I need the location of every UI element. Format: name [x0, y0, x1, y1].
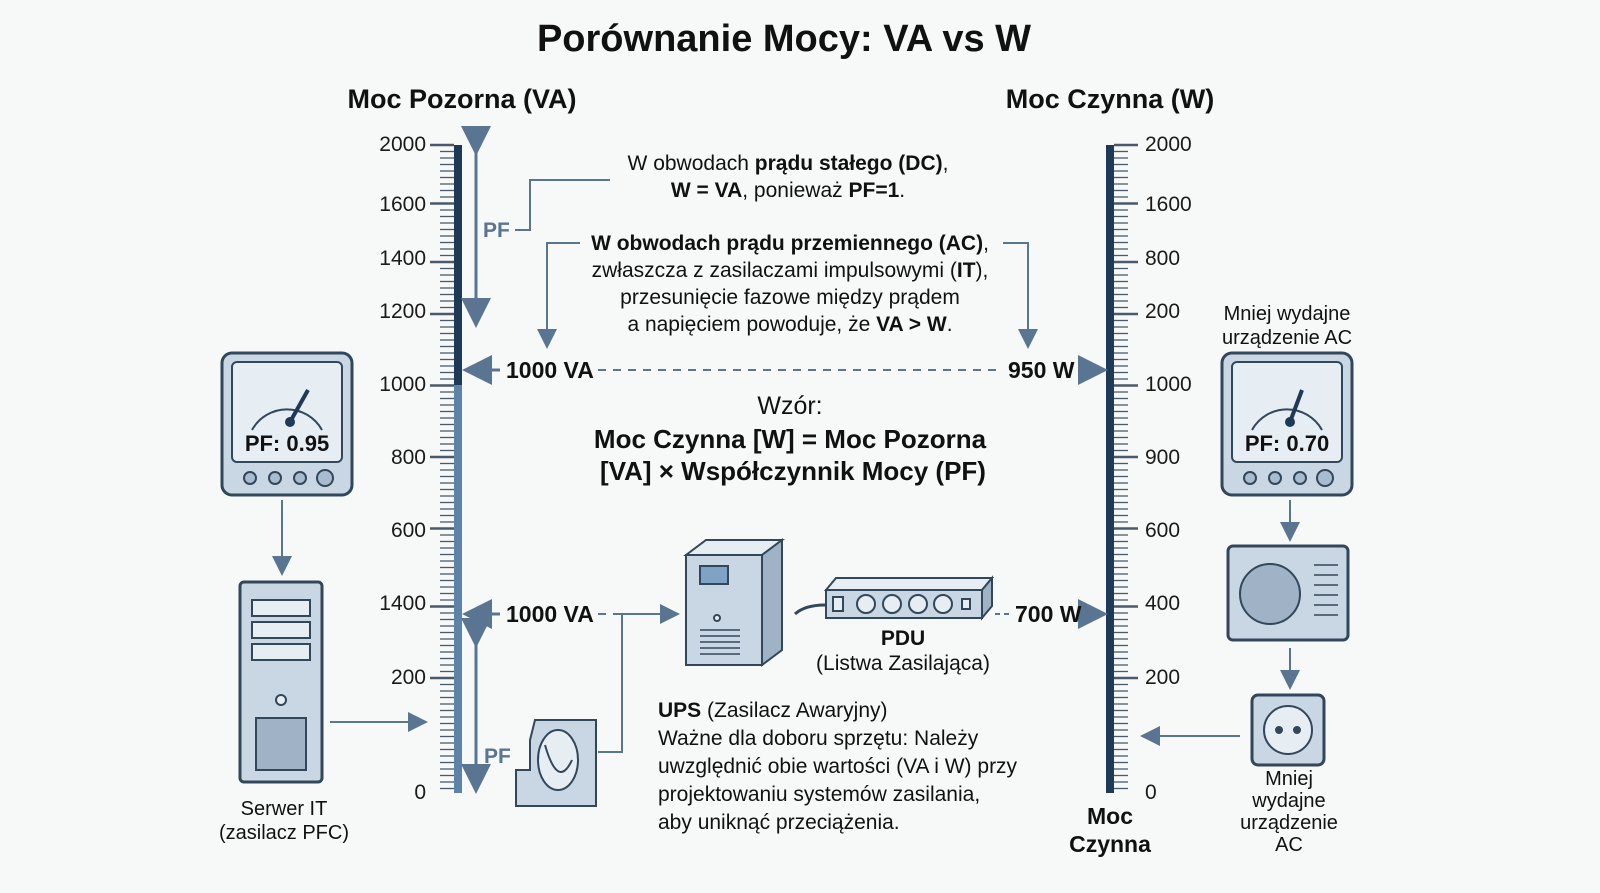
axis-bottom-label-line: Czynna	[1069, 831, 1151, 857]
formula-line-1: Moc Czynna [W] = Moc Pozorna	[593, 424, 987, 454]
ac-note-text: zwłaszcza z zasilaczami impulsowymi (	[591, 259, 957, 282]
axis-tick-label: 1000	[1145, 373, 1192, 396]
server-label-line: (zasilacz PFC)	[218, 822, 350, 844]
ac-note-text: ),	[975, 259, 989, 282]
dc-note-connector	[515, 179, 610, 231]
caption-line: urządzenie AC	[1221, 327, 1353, 349]
axis-tick-label: 200	[1145, 666, 1181, 689]
waveform-device-icon	[515, 719, 597, 807]
axis-tick-label: 1000	[379, 373, 426, 396]
bottom-va-value: 1000 VA	[506, 601, 594, 627]
axis-bottom-label-line: Moc	[1086, 803, 1133, 829]
ups-note-line: uwzględnić obie wartości (VA i W) przy	[658, 755, 1018, 778]
ups-description: UPS (Zasilacz Awaryjny) Ważne dla doboru…	[658, 697, 1017, 837]
left-axis-bar-upper	[454, 145, 462, 385]
ac-note-text: a napięciem powoduje, że	[627, 313, 877, 336]
axis-tick-label: 200	[390, 666, 426, 689]
ups-icon	[683, 538, 785, 667]
power-factor-meter-right-icon	[1220, 351, 1354, 497]
outlet-label-line: AC	[1275, 834, 1303, 856]
dc-note: W obwodach prądu stałego (DC), W = VA, p…	[628, 150, 949, 204]
formula-line-2: [VA] × Współczynnik Mocy (PF)	[600, 456, 986, 486]
axis-tick-label: 800	[390, 446, 426, 469]
ac-note-text: przesunięcie fazowe między prądem	[620, 286, 960, 309]
axis-tick-label: 2000	[379, 133, 426, 156]
ac-note-bold: IT	[956, 259, 976, 282]
top-w-value: 950 W	[1008, 357, 1075, 383]
pdu-title: PDU	[880, 627, 926, 650]
bottom-w-value: 700 W	[1015, 601, 1082, 627]
axis-tick-label: 400	[1145, 592, 1181, 615]
page-title: Porównanie Mocy: VA vs W	[536, 18, 1032, 60]
axis-tick-label: 600	[390, 519, 426, 542]
outlet-label-line: wydajne	[1252, 790, 1326, 812]
axis-tick-label: 1400	[379, 247, 426, 270]
ups-note-line: projektowaniu systemów zasilania,	[658, 783, 981, 806]
server-label: Serwer IT (zasilacz PFC)	[219, 797, 349, 845]
right-axis-bar	[1106, 145, 1114, 793]
ups-note-line: aby uniknąć przeciążenia.	[658, 811, 900, 834]
formula-heading: Wzór:	[757, 392, 823, 420]
pf-label-bottom: PF	[484, 745, 511, 768]
ac-note-text: .	[946, 313, 953, 336]
ups-subtitle: (Zasilacz Awaryjny)	[701, 699, 888, 722]
right-axis-bottom-label: Moc Czynna	[1069, 802, 1151, 858]
ups-note-line: Ważne dla doboru sprzętu: Należy	[658, 727, 979, 750]
axis-tick-label: 0	[414, 781, 426, 804]
server-label-line: Serwer IT	[240, 798, 328, 820]
left-axis-ticks	[430, 143, 454, 790]
left-meter-readout: PF: 0.95	[244, 431, 330, 456]
server-tower-icon	[238, 580, 324, 784]
ac-note-arrow-right	[1003, 242, 1038, 349]
ac-note-text: ,	[983, 232, 989, 255]
outlet-label: Mniej wydajne urządzenie AC	[1240, 768, 1338, 856]
left-axis-bar-lower	[454, 385, 462, 793]
axis-tick-label: 1600	[379, 193, 426, 216]
axis-tick-label: 1600	[1145, 193, 1192, 216]
caption-line: Mniej wydajne	[1223, 303, 1351, 325]
dc-note-bold: PF=1	[848, 179, 900, 202]
ac-note-arrow-left	[537, 242, 580, 349]
axis-tick-label: 1400	[379, 592, 426, 615]
dc-note-text: , ponieważ	[742, 179, 849, 202]
right-meter-readout: PF: 0.70	[1244, 431, 1330, 456]
axis-tick-label: 600	[1145, 519, 1181, 542]
right-meter-caption: Mniej wydajne urządzenie AC	[1222, 302, 1352, 350]
axis-tick-label: 0	[1145, 781, 1157, 804]
axis-tick-label: 2000	[1145, 133, 1192, 156]
dc-note-text: W obwodach	[627, 152, 755, 175]
outlet-label-line: Mniej	[1265, 768, 1313, 790]
right-axis-title: Moc Czynna (W)	[1005, 84, 1215, 114]
pdu-label: PDU (Listwa Zasilająca)	[816, 626, 990, 676]
axis-tick-label: 1200	[379, 300, 426, 323]
ac-unit-icon	[1226, 544, 1350, 642]
pf-label-top: PF	[483, 219, 510, 242]
axis-tick-label: 200	[1145, 300, 1181, 323]
axis-tick-label: 900	[1145, 446, 1181, 469]
ac-note-bold: VA > W	[876, 313, 947, 336]
dc-note-bold: prądu stałego (DC)	[754, 152, 943, 175]
ac-note-bold: W obwodach prądu przemiennego (AC)	[591, 232, 984, 255]
left-axis-title: Moc Pozorna (VA)	[347, 84, 577, 114]
dc-note-text: ,	[942, 152, 949, 175]
pdu-power-strip-icon	[793, 575, 995, 621]
wall-outlet-icon	[1250, 693, 1326, 767]
pdu-subtitle: (Listwa Zasilająca)	[816, 652, 990, 675]
right-axis-ticks	[1114, 143, 1138, 790]
dc-note-text: .	[899, 179, 906, 202]
dc-note-bold: W = VA	[670, 179, 743, 202]
top-va-value: 1000 VA	[506, 357, 594, 383]
ac-note: W obwodach prądu przemiennego (AC), zwła…	[591, 230, 989, 338]
power-factor-meter-left-icon	[220, 351, 354, 497]
ups-title: UPS	[658, 699, 702, 722]
axis-tick-label: 800	[1145, 247, 1181, 270]
outlet-label-line: urządzenie	[1240, 812, 1338, 834]
